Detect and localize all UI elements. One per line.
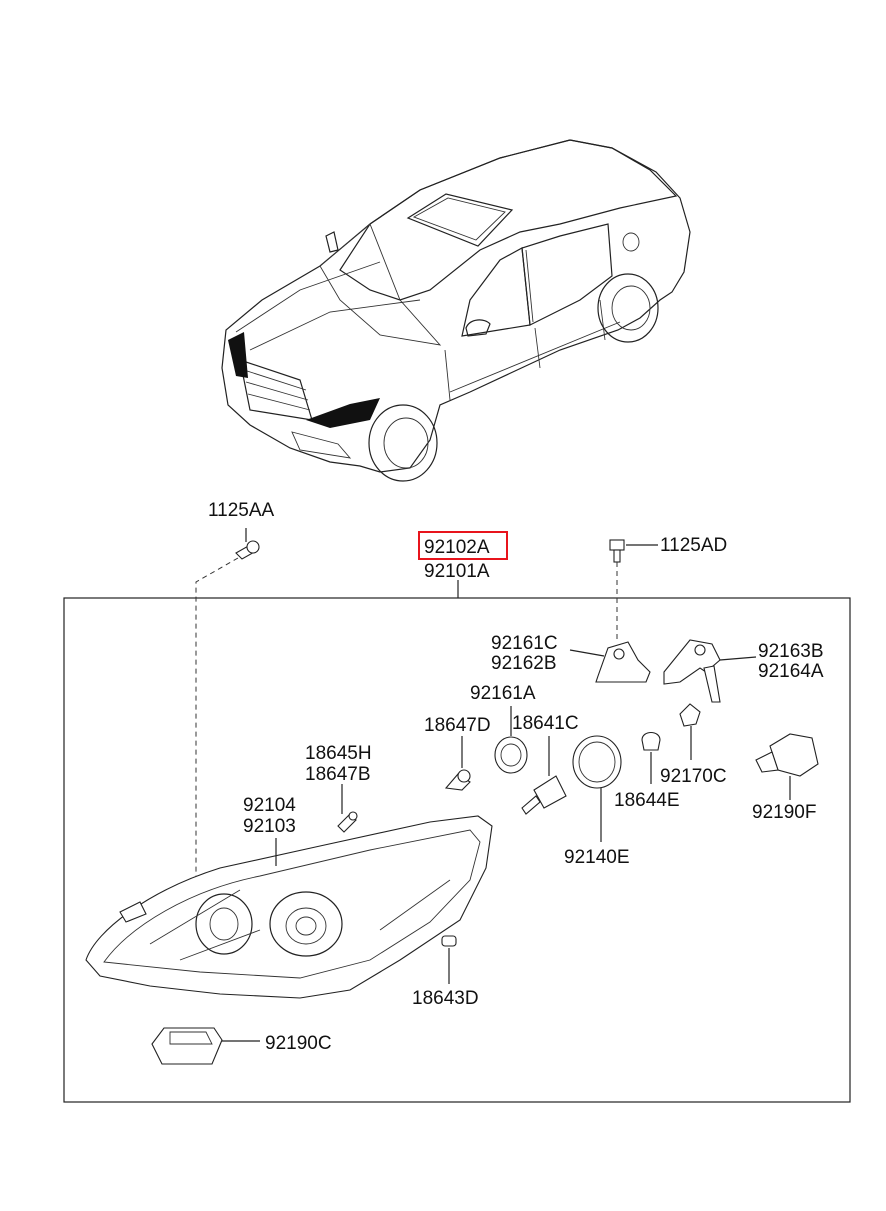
label-92140e[interactable]: 92140E	[564, 847, 630, 868]
label-18645h[interactable]: 18645H	[305, 743, 372, 764]
label-1125ad[interactable]: 1125AD	[660, 535, 727, 556]
label-92104[interactable]: 92104	[243, 795, 296, 816]
assembly-frame	[63, 597, 851, 1103]
label-18647b[interactable]: 18647B	[305, 764, 371, 785]
label-92163b[interactable]: 92163B	[758, 641, 824, 662]
headlamp-92104-icon	[85, 815, 493, 999]
ring-92140e-icon	[572, 735, 622, 789]
label-92190c[interactable]: 92190C	[265, 1033, 332, 1054]
label-18643d[interactable]: 18643D	[412, 988, 479, 1009]
label-92161a[interactable]: 92161A	[470, 683, 536, 704]
socket-92170c-icon	[679, 703, 701, 727]
label-92101a[interactable]: 92101A	[424, 561, 490, 582]
screw-18645h-icon	[337, 811, 358, 833]
bulb-18647d-icon	[444, 769, 471, 791]
label-18647d[interactable]: 18647D	[424, 715, 491, 736]
label-92102a[interactable]: 92102A	[424, 537, 490, 558]
car-illustration	[221, 139, 691, 482]
socket-92161a-icon	[494, 736, 528, 774]
label-92190f[interactable]: 92190F	[752, 802, 816, 823]
bolt-1125aa-icon	[235, 540, 260, 560]
label-18644e[interactable]: 18644E	[614, 790, 680, 811]
highlight-box	[418, 531, 508, 560]
label-1125aa[interactable]: 1125AA	[208, 500, 275, 521]
label-92162b[interactable]: 92162B	[491, 653, 557, 674]
label-92103[interactable]: 92103	[243, 816, 296, 837]
bracket-92163b-icon	[663, 639, 721, 703]
label-92161c[interactable]: 92161C	[491, 633, 558, 654]
hid-bulb-18641c-icon	[521, 775, 567, 815]
label-18641c[interactable]: 18641C	[512, 713, 579, 734]
bolt-1125ad-icon	[609, 539, 625, 563]
label-92164a[interactable]: 92164A	[758, 661, 824, 682]
bulb-18644e-icon	[641, 731, 661, 751]
bulb-18643d-icon	[441, 935, 457, 947]
ballast-92190c-icon	[151, 1027, 223, 1065]
label-92170c[interactable]: 92170C	[660, 766, 727, 787]
bracket-92161c-icon	[595, 641, 651, 683]
motor-92190f-icon	[755, 733, 819, 777]
